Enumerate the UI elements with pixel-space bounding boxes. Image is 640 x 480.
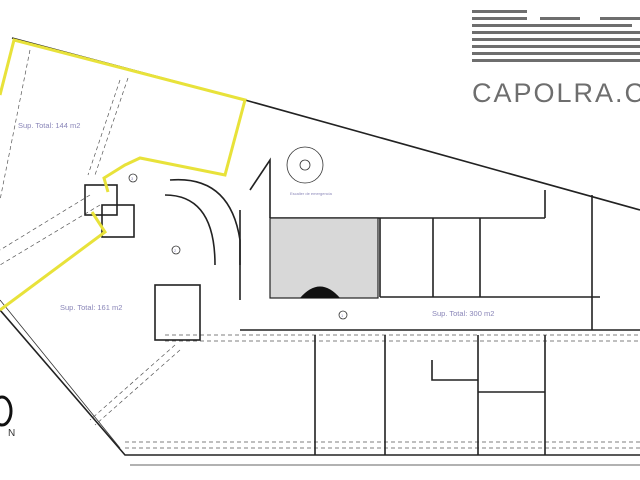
marker-3: 3 [131,176,134,181]
marker-1: 1 [341,313,344,318]
north-label: N [8,428,15,439]
structural-grid [0,49,640,449]
area-label-300: Sup. Total: 300 m2 [432,309,494,318]
highlighted-units [0,38,247,312]
north-arrow-icon [0,395,13,427]
interior-walls [84,146,640,455]
section-markers [128,173,348,320]
toilet-block [269,217,379,299]
stair-note: Escalier de emergencia [290,191,333,196]
logo-text: CAPOLRA.CO [472,78,640,108]
area-label-144: Sup. Total: 144 m2 [18,121,80,130]
logo-mark [472,10,640,62]
marker-2: 2 [174,248,177,253]
area-label-161: Sup. Total: 161 m2 [60,303,122,312]
